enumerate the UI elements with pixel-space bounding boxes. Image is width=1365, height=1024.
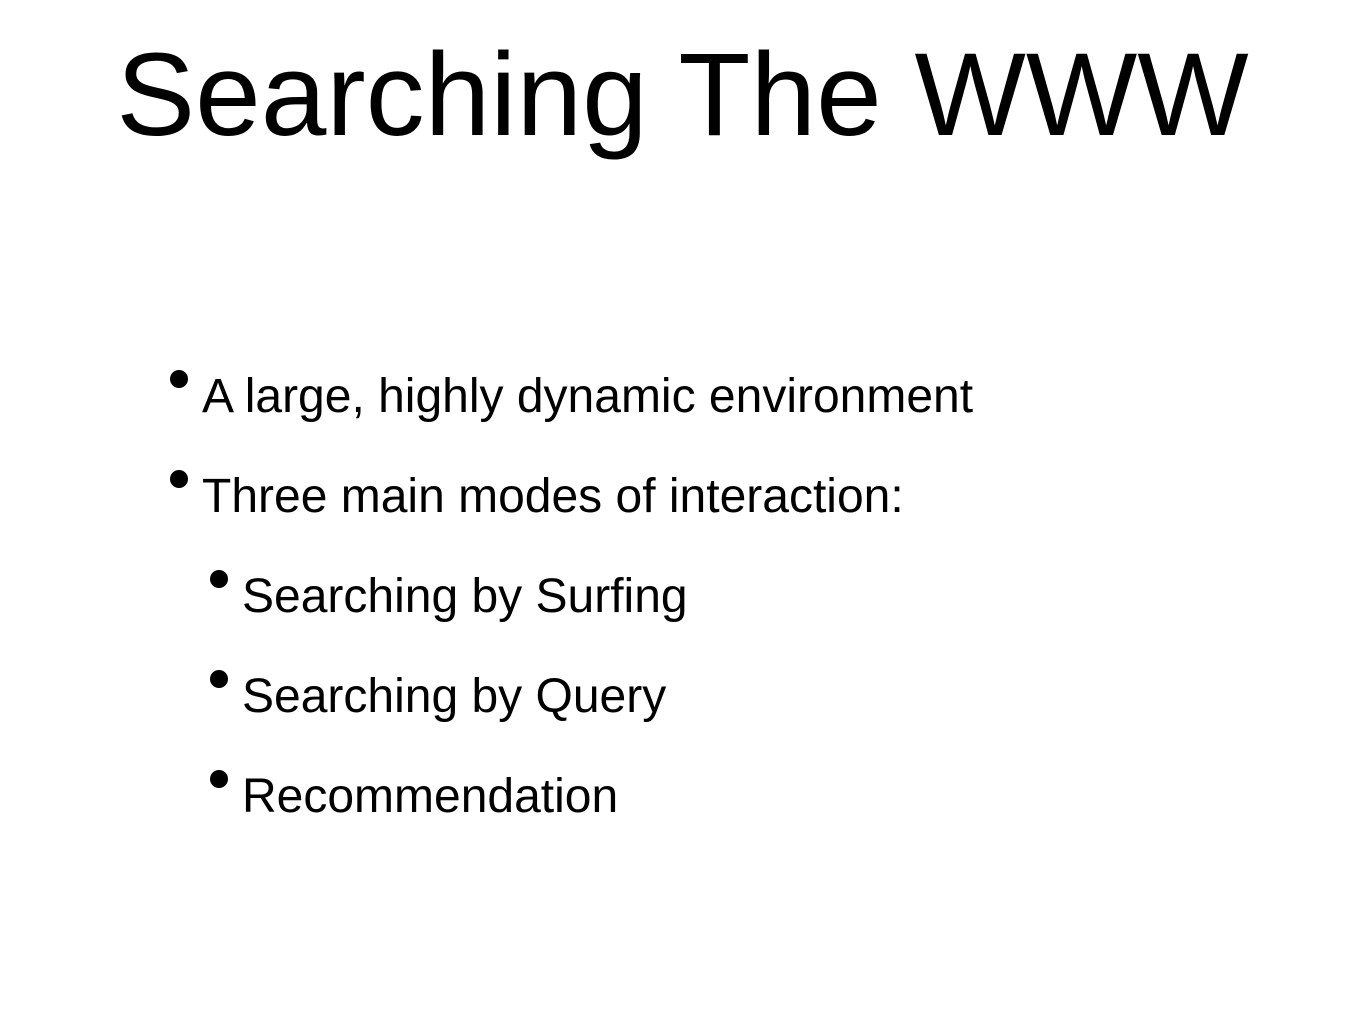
bullet-text: Recommendation (242, 770, 619, 823)
sub-bullet-item: Searching by Query (210, 660, 973, 760)
bullet-dot-icon (210, 770, 228, 788)
bullet-list: A large, highly dynamic environment Thre… (170, 360, 973, 860)
bullet-dot-icon (210, 570, 228, 588)
bullet-text: Searching by Surfing (242, 570, 688, 623)
sub-bullet-item: Recommendation (210, 760, 973, 860)
bullet-dot-icon (170, 470, 188, 488)
bullet-item: A large, highly dynamic environment (170, 360, 973, 460)
bullet-dot-icon (170, 370, 188, 388)
slide-title: Searching The WWW (116, 29, 1249, 161)
bullet-text: A large, highly dynamic environment (202, 370, 974, 423)
bullet-dot-icon (210, 670, 228, 688)
sub-bullet-item: Searching by Surfing (210, 560, 973, 660)
bullet-item: Three main modes of interaction: (170, 460, 973, 560)
bullet-text: Three main modes of interaction: (202, 470, 904, 523)
bullet-text: Searching by Query (242, 670, 667, 723)
